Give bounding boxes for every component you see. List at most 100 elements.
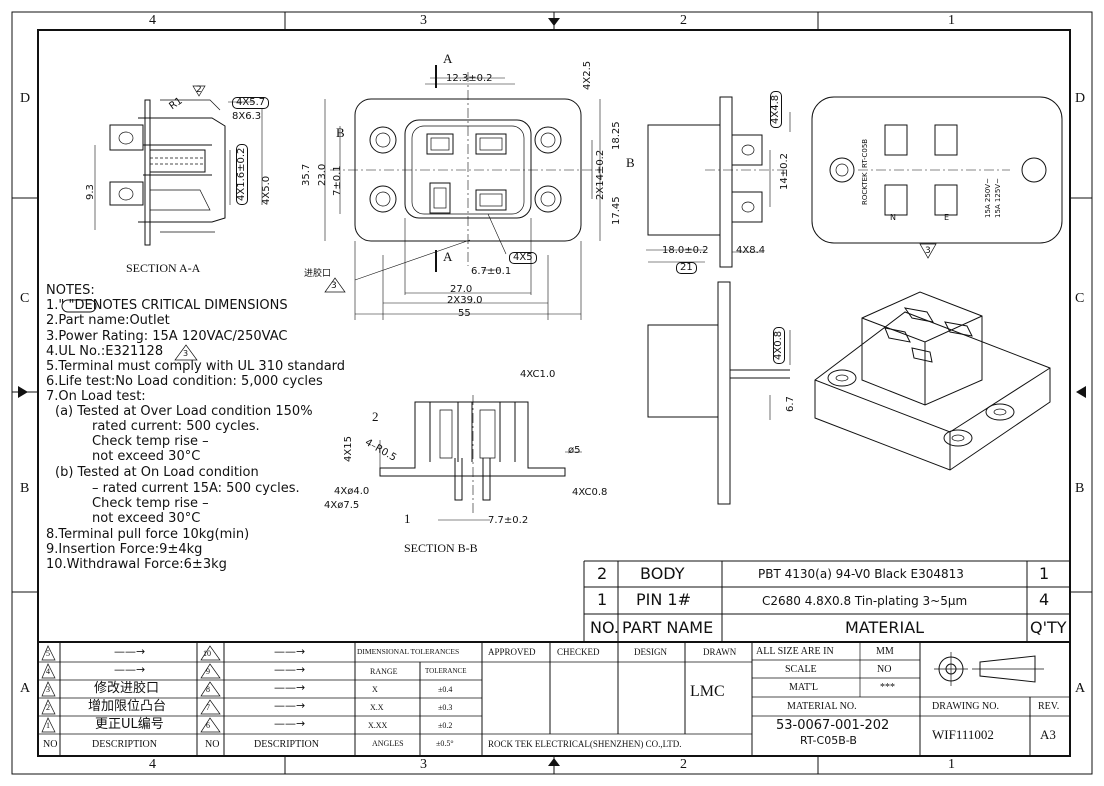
zone-bottom-4: 4: [149, 757, 156, 772]
dim-4xc1: 4XC1.0: [520, 369, 556, 380]
note-line-7b-3: Check temp rise –: [92, 496, 209, 511]
material-no-label: MATERIAL NO.: [787, 701, 857, 712]
dim-4x2-5: 4X2.5: [582, 60, 593, 90]
face-e-label: E: [944, 213, 950, 222]
dim-35-7: 35.7: [301, 163, 312, 186]
rev-left-4-no: 2: [46, 703, 50, 712]
tol-row-4-range: ANGLES: [372, 739, 404, 748]
tol-row-3-range: X.XX: [368, 721, 388, 730]
tol-row-1-tol: ±0.4: [438, 685, 453, 694]
dim-7: 7±0.1: [332, 165, 343, 196]
tol-row-4-tol: ±0.5°: [436, 739, 454, 748]
rev-right-col-no: NO: [205, 739, 220, 750]
tol-row-1-range: X: [372, 685, 378, 694]
rev-right-5-no: 6: [206, 721, 210, 730]
dim-4x5-7: 4X5.7: [232, 97, 270, 109]
tol-col-tol: TOLERANCE: [425, 667, 467, 675]
note-line-7b: (b) Tested at On Load condition: [55, 465, 259, 480]
callout-2: 2: [372, 409, 379, 424]
rev-right-4-no: 7: [206, 703, 210, 712]
dim-18: 18.0±0.2: [662, 245, 709, 256]
zone-top-3: 3: [420, 13, 427, 28]
bom-row-1-material: PBT 4130(a) 94-V0 Black E304813: [758, 567, 964, 581]
dim-23: 23.0: [317, 163, 328, 186]
dim-55: 55: [458, 308, 471, 319]
note-line-6: 6.Life test:No Load condition: 5,000 cyc…: [46, 374, 323, 389]
tol-col-range: RANGE: [370, 667, 398, 676]
bom-row-1-name: BODY: [640, 564, 685, 583]
rev-right-2-desc: ——→: [274, 663, 306, 676]
rev-right-col-desc: DESCRIPTION: [254, 739, 320, 750]
scale-value: NO: [877, 664, 892, 675]
bom-row-2-qty: 4: [1039, 590, 1050, 609]
rev-right-1-desc: ——→: [274, 645, 306, 658]
zone-left-a: A: [20, 681, 31, 696]
scale-label: SCALE: [785, 664, 817, 675]
rev-left-5-no: 1: [46, 721, 50, 730]
rev-right-1-no: 10: [203, 649, 211, 658]
face-brand: ROCKTEK: [861, 172, 869, 205]
rev-left-1-desc: ——→: [114, 645, 146, 658]
size-unit: MM: [876, 646, 894, 657]
dim-4xc08: 4XC0.8: [572, 487, 608, 498]
design-label: DESIGN: [634, 647, 667, 657]
bom-header-no: NO.: [590, 618, 619, 637]
dim-6-7b: 6.7: [785, 396, 796, 412]
triangle-3-label: 3: [331, 281, 337, 291]
zone-bottom-2: 2: [680, 757, 687, 772]
note-line-2: 2.Part name:Outlet: [46, 313, 170, 328]
dim-phi5: ø5: [568, 445, 581, 456]
rev-left-1-no: 5: [46, 649, 50, 658]
rev-left-col-desc: DESCRIPTION: [92, 739, 158, 750]
rev-right-3-desc: ——→: [274, 681, 306, 694]
dim-14: 14±0.2: [779, 152, 790, 190]
rev-right-4-desc: ——→: [274, 699, 306, 712]
rev-value: A3: [1040, 727, 1056, 742]
zone-bottom-3: 3: [420, 757, 427, 772]
bom-row-2-material: C2680 4.8X0.8 Tin-plating 3~5μm: [762, 594, 968, 608]
dim-4x5: 4X5: [509, 252, 537, 264]
rev-right-3-no: 8: [206, 685, 210, 694]
dim-2x39: 2X39.0: [447, 295, 483, 306]
rev-left-4-desc: 增加限位凸台: [88, 699, 167, 714]
size-label: ALL SIZE ARE IN: [756, 646, 834, 657]
dim-12-3: 12.3±0.2: [446, 73, 493, 84]
zone-top-1: 1: [948, 13, 955, 28]
dim-27: 27.0: [450, 284, 473, 295]
drawn-by: LMC: [690, 683, 725, 700]
rev-left-3-no: 3: [46, 685, 50, 694]
dim-4x15: 4X15: [343, 436, 354, 462]
zone-right-c: C: [1075, 291, 1085, 306]
dim-8x6-3: 8X6.3: [232, 111, 262, 122]
bom-row-1-no: 2: [597, 564, 608, 583]
zone-right-a: A: [1075, 681, 1086, 696]
dim-4x4-8: 4X4.8: [770, 90, 782, 128]
tol-row-3-tol: ±0.2: [438, 721, 453, 730]
rev-left-col-no: NO: [43, 739, 58, 750]
triangle-3b-label: 3: [925, 246, 931, 256]
note-line-7a-4: not exceed 30°C: [92, 449, 201, 464]
note-line-7b-4: not exceed 30°C: [92, 511, 201, 526]
section-b-marker-right: B: [626, 155, 635, 170]
note-line-7a-2: rated current: 500 cycles.: [92, 419, 260, 434]
dim-9-3: 9.3: [85, 184, 96, 200]
note-line-9: 9.Insertion Force:9±4kg: [46, 542, 203, 557]
rev-left-2-no: 4: [46, 667, 50, 676]
dim-6-7: 6.7±0.1: [471, 266, 512, 277]
dim-21: 21: [676, 262, 697, 274]
dim-7-7: 7.7±0.2: [488, 515, 529, 526]
face-rating-1: 15A 250V~: [984, 178, 992, 218]
mat-label: MAT'L: [789, 682, 819, 693]
note-line-7a: (a) Tested at Over Load condition 150%: [55, 404, 313, 419]
zone-left-b: B: [20, 481, 30, 496]
rev-label: REV.: [1038, 701, 1060, 712]
drawn-label: DRAWN: [703, 647, 737, 657]
material-no: 53-0067-001-202: [776, 718, 890, 733]
rev-right-2-no: 9: [206, 667, 210, 676]
company-name: ROCK TEK ELECTRICAL(SHENZHEN) CO.,LTD.: [488, 739, 682, 749]
face-rating-2: 15A 125V~: [994, 178, 1002, 218]
notes-title: NOTES:: [46, 283, 95, 298]
zone-top-4: 4: [149, 13, 156, 28]
